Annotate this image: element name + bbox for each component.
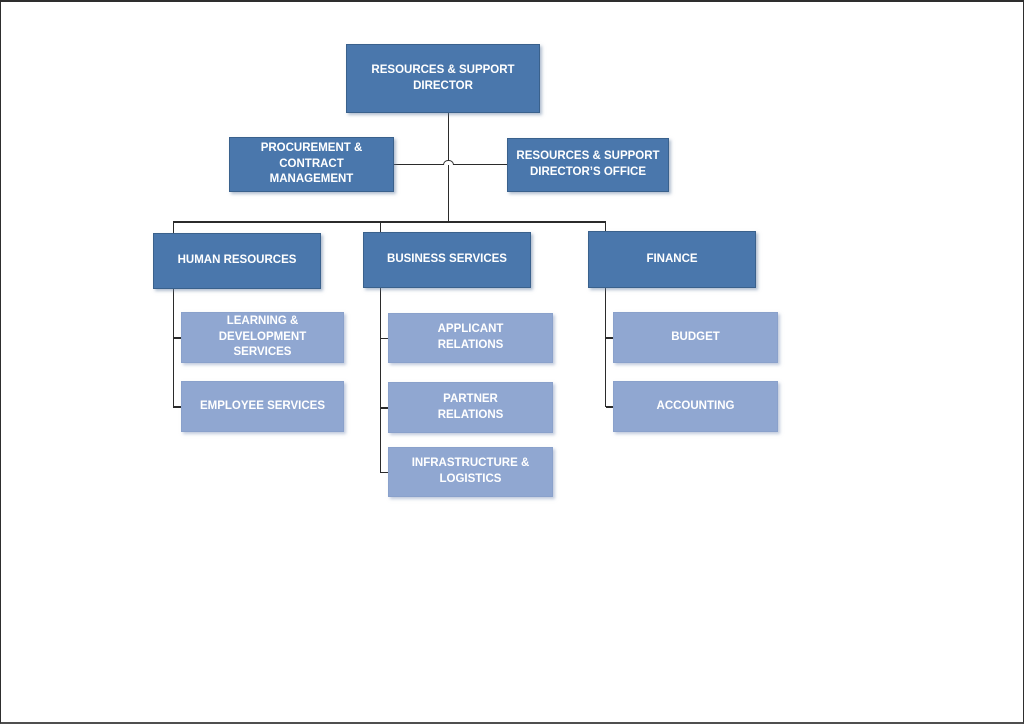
org-node-label: PROCUREMENT & CONTRACT MANAGEMENT xyxy=(260,142,363,186)
connector-trunk-vertical xyxy=(447,113,449,223)
org-node-label: LEARNING & DEVELOPMENT SERVICES xyxy=(218,315,307,359)
org-node-label: RESOURCES & SUPPORT DIRECTOR xyxy=(371,63,515,92)
org-node-infrastructure-logistics: INFRASTRUCTURE & LOGISTICS xyxy=(388,447,553,497)
org-node-label: ACCOUNTING xyxy=(656,399,735,412)
org-node-label: PARTNER RELATIONS xyxy=(437,392,504,421)
org-node-business-services: BUSINESS SERVICES xyxy=(363,232,531,288)
org-node-procurement: PROCUREMENT & CONTRACT MANAGEMENT xyxy=(229,137,394,192)
org-node-director: RESOURCES & SUPPORT DIRECTOR xyxy=(346,44,540,113)
connector-level3-rail xyxy=(172,221,606,223)
org-node-label: BUDGET xyxy=(671,330,720,343)
connector-hang-business-services xyxy=(379,288,381,473)
connector-drop-business-services xyxy=(379,222,381,232)
org-node-office: RESOURCES & SUPPORT DIRECTOR’S OFFICE xyxy=(507,138,669,192)
org-node-learning-development: LEARNING & DEVELOPMENT SERVICES xyxy=(181,312,344,363)
connector-stub-learning-development xyxy=(174,337,181,339)
org-node-label: INFRASTRUCTURE & LOGISTICS xyxy=(411,457,530,485)
connector-drop-finance xyxy=(604,222,606,231)
connector-stub-budget xyxy=(606,337,613,339)
org-node-accounting: ACCOUNTING xyxy=(613,381,778,432)
connector-stub-applicant-relations xyxy=(381,337,388,339)
org-node-budget: BUDGET xyxy=(613,312,778,363)
org-node-label: BUSINESS SERVICES xyxy=(387,253,507,266)
connector-jump-arc xyxy=(442,159,454,165)
org-node-partner-relations: PARTNER RELATIONS xyxy=(388,382,553,433)
connector-stub-infrastructure-logistics xyxy=(381,471,388,473)
org-node-label: FINANCE xyxy=(646,252,698,265)
org-node-finance: FINANCE xyxy=(588,231,756,288)
org-node-label: APPLICANT RELATIONS xyxy=(437,323,504,351)
connector-stub-accounting xyxy=(606,406,613,408)
org-node-human-resources: HUMAN RESOURCES xyxy=(153,233,321,289)
org-node-applicant-relations: APPLICANT RELATIONS xyxy=(388,313,553,363)
connector-hang-human-resources xyxy=(172,289,174,408)
org-node-label: RESOURCES & SUPPORT DIRECTOR’S OFFICE xyxy=(516,150,660,178)
org-node-employee-services: EMPLOYEE SERVICES xyxy=(181,381,344,432)
connector-level2-left xyxy=(394,163,444,165)
org-node-label: EMPLOYEE SERVICES xyxy=(199,399,326,412)
connector-hang-finance xyxy=(604,288,606,407)
connector-stub-partner-relations xyxy=(381,407,388,409)
connector-level2-right xyxy=(452,163,507,165)
connector-drop-human-resources xyxy=(172,222,174,233)
org-node-label: HUMAN RESOURCES xyxy=(177,254,297,267)
connector-stub-employee-services xyxy=(174,406,181,408)
